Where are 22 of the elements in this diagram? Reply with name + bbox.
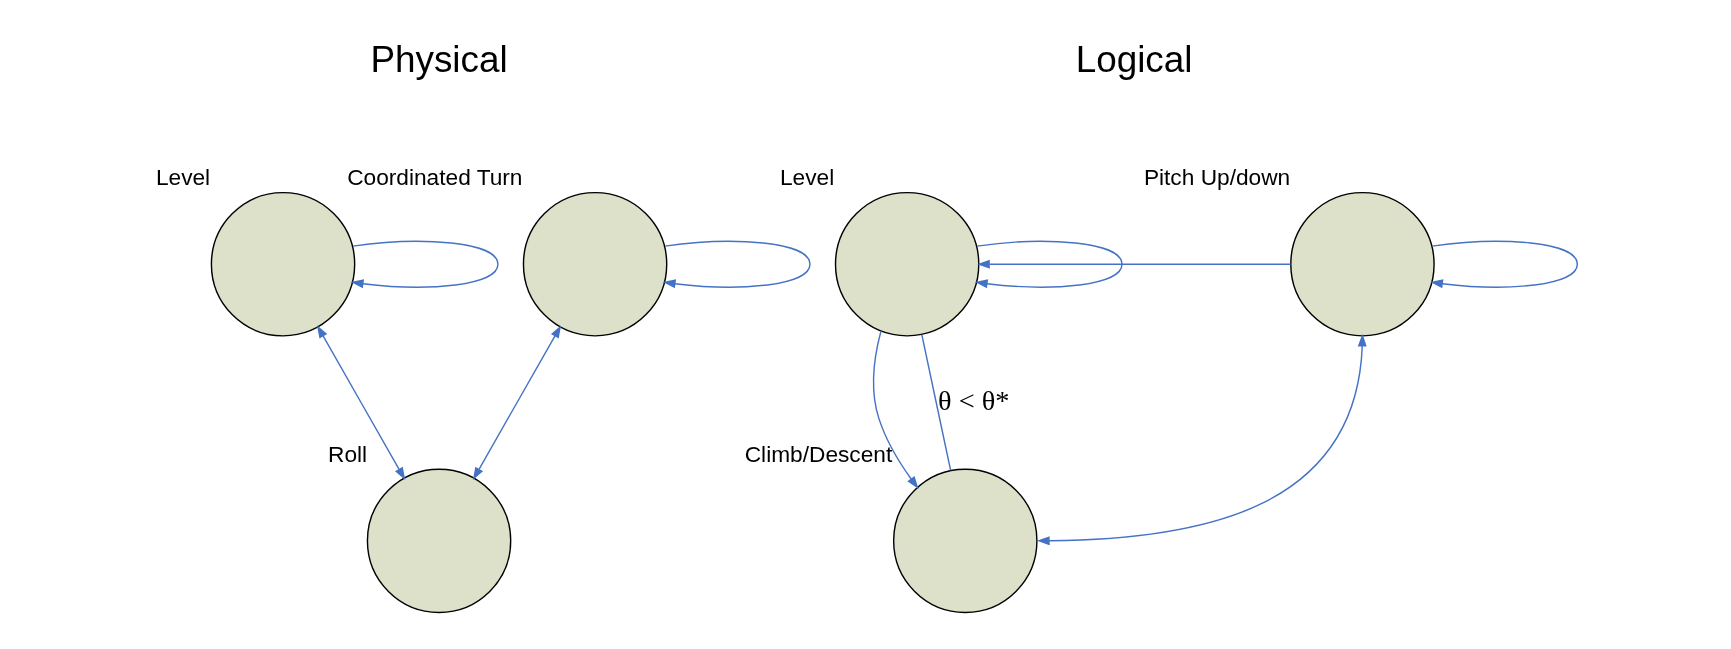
node-label: Level <box>779 164 834 191</box>
node-label: Roll <box>327 440 367 467</box>
arrow <box>872 330 919 489</box>
arrow <box>472 325 561 481</box>
label: Physical <box>369 38 508 80</box>
arrow <box>662 240 811 289</box>
node-circle <box>1289 191 1435 337</box>
node-circle <box>834 191 979 337</box>
arrow <box>1429 240 1578 289</box>
arrow <box>316 325 405 481</box>
arrow <box>1036 333 1367 546</box>
arrow <box>976 259 1291 269</box>
node-circle <box>892 468 1038 614</box>
node-label: Level <box>155 164 210 191</box>
node-label: Coordinated Turn <box>346 164 522 191</box>
arrow <box>350 240 499 289</box>
arrow <box>974 240 1123 289</box>
label: Logical <box>1075 38 1192 80</box>
node-label: Pitch Up/down <box>1143 164 1290 191</box>
connector <box>920 334 951 472</box>
node-label: Climb/Descent <box>744 440 892 467</box>
edge-label: θ < θ* <box>937 384 1010 416</box>
